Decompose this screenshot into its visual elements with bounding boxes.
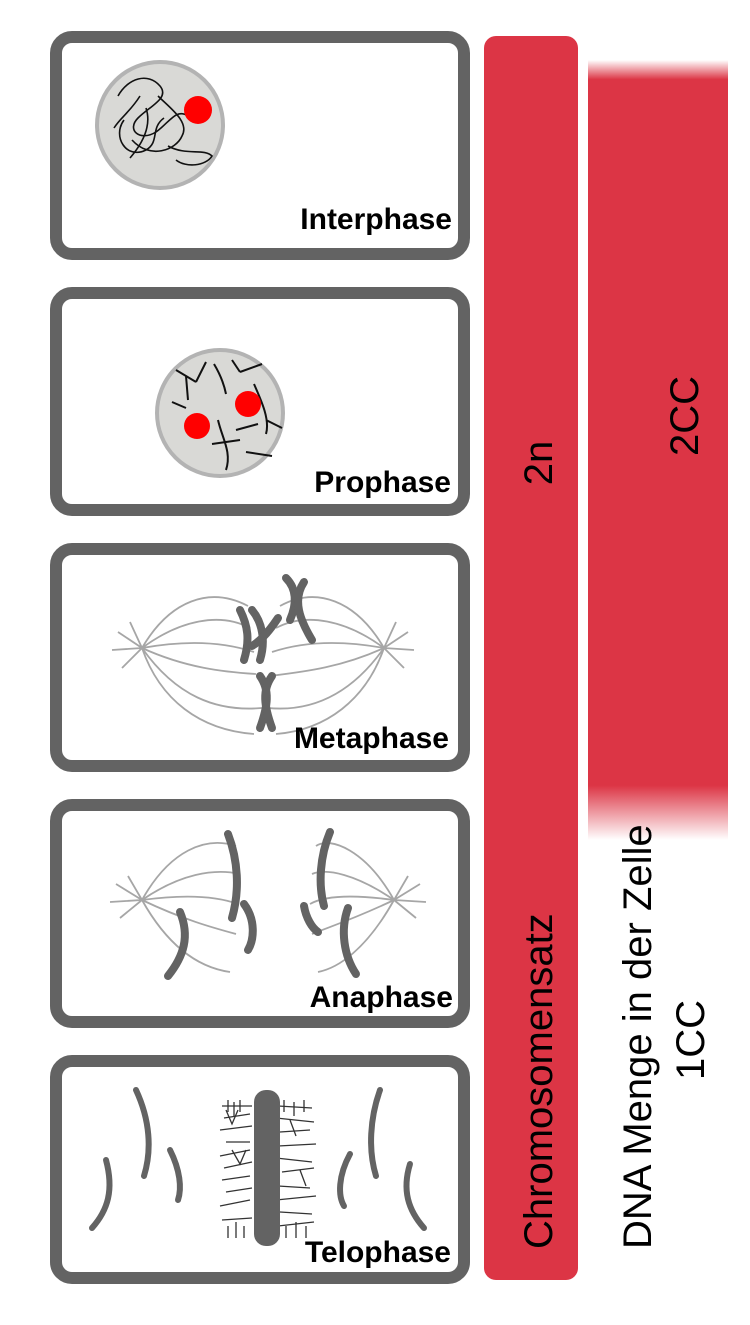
condensed-chromosomes [171,359,283,471]
cleavage-fibers [219,1100,317,1238]
spindle-fibers [109,842,427,973]
dna-amount-bar [588,60,728,840]
phase-label: Telophase [305,1236,451,1269]
chromatin [113,77,214,166]
phase-label: Interphase [300,203,452,236]
dna-amount-title: DNA Menge in der Zelle [616,824,660,1249]
phase-label: Prophase [314,466,451,499]
chromosomes [89,1087,427,1231]
chromosome-set-value: 2n [517,441,561,486]
chromosomes [164,828,360,980]
dna-amount-bar-group: 2CC DNA Menge in der Zelle 1CC [588,60,728,1249]
panel-telophase: Telophase [50,1055,470,1284]
phase-label: Anaphase [310,981,453,1014]
nucleolus [235,391,261,417]
dna-low-label: 1CC [669,1000,713,1080]
chromosomes [236,574,316,732]
nucleolus [184,96,212,124]
panel-anaphase: Anaphase [50,799,470,1028]
panel-metaphase: Metaphase [50,543,470,772]
panel-interphase: Interphase [50,31,470,260]
nucleolus [184,413,210,439]
panel-prophase: Prophase [50,287,470,516]
nucleus [95,60,225,190]
chromosome-set-title: Chromosomensatz [517,913,561,1249]
dna-high-label: 2CC [663,376,707,456]
nucleus [155,348,285,478]
cell-plate [254,1090,280,1246]
chromosome-set-bar-group: Chromosomensatz 2n [484,36,578,1280]
phase-label: Metaphase [294,722,449,755]
chromosome-set-bar [484,36,578,1280]
